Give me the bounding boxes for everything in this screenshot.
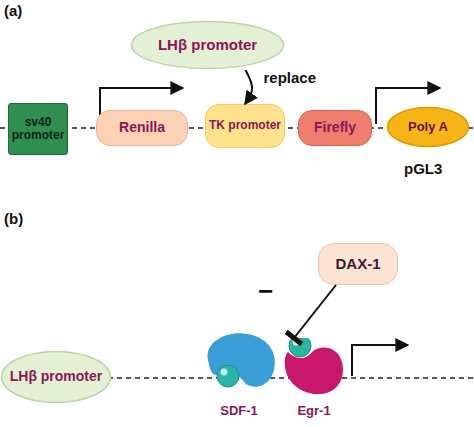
node-text: Poly A <box>408 120 448 134</box>
promoter-ellipse: LHβ promoter <box>0 350 112 404</box>
protein-outline <box>200 330 278 390</box>
panel-label: (b) <box>4 210 23 227</box>
node-text: Renilla <box>119 120 165 135</box>
node-text: DAX-1 <box>335 256 380 273</box>
node-text: Egr-1 <box>297 404 330 418</box>
panel-label: (a) <box>4 2 22 19</box>
plasmid-name: pGL3 <box>404 160 442 177</box>
replace-arrow <box>245 70 252 104</box>
protein-outline <box>282 338 346 394</box>
minus-sign: − <box>258 276 273 307</box>
node-text: TK promoter <box>209 119 281 132</box>
node-text: Firefly <box>314 120 356 135</box>
protein-shape: SDF-1 <box>200 330 278 418</box>
node-text: sv40 promoter <box>9 116 67 142</box>
protein-box: DAX-1 <box>318 243 398 285</box>
polya-box: Poly A <box>386 106 470 148</box>
transcription-arrow <box>352 345 408 376</box>
promoter-ellipse: LHβ promoter <box>130 20 285 70</box>
promoter-box: TK promoter <box>205 104 285 148</box>
node-text: SDF-1 <box>220 404 258 418</box>
inhibition-line <box>294 285 336 338</box>
protein-shape: Egr-1 <box>282 338 346 418</box>
node-text: LHβ promoter <box>10 369 103 384</box>
promoter-box: sv40 promoter <box>8 103 68 155</box>
edge-label: replace <box>264 69 317 86</box>
gene-box: Firefly <box>298 110 372 146</box>
node-text: LHβ promoter <box>158 37 257 54</box>
gene-box: Renilla <box>96 110 188 146</box>
